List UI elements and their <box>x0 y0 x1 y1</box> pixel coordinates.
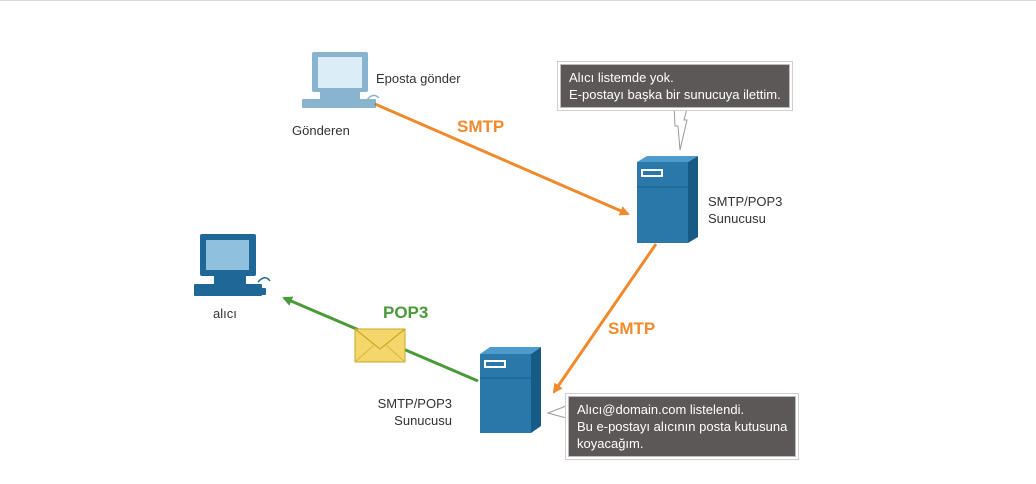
sender-computer-icon <box>302 52 380 108</box>
callout-bottom: Alıcı@domain.com listelendi. Bu e-postay… <box>568 396 797 457</box>
server-top-label-line2: Sunucusu <box>708 211 766 226</box>
server-bottom-label-line1: SMTP/POP3 <box>377 396 452 411</box>
server-top-icon <box>637 156 698 243</box>
server-top-label-line1: SMTP/POP3 <box>708 194 783 209</box>
envelope-icon <box>354 328 406 363</box>
callout-bottom-line3: koyacağım. <box>577 436 644 451</box>
sender-action-label: Eposta gönder <box>376 71 461 86</box>
callout-bottom-tail <box>546 405 567 419</box>
smtp-label-2: SMTP <box>608 319 656 338</box>
pop3-label: POP3 <box>383 303 429 322</box>
callout-top: Alıcı listemde yok. E-postayı başka bir … <box>560 64 790 108</box>
callout-top-line2: E-postayı başka bir sunucuya ilettim. <box>569 87 781 102</box>
receiver-computer-icon <box>194 234 271 296</box>
smtp-label-1: SMTP <box>457 117 505 136</box>
top-divider <box>0 0 1036 1</box>
callout-bottom-line2: Bu e-postayı alıcının posta kutusuna <box>577 419 788 434</box>
callout-top-tail <box>668 104 689 151</box>
callout-top-line1: Alıcı listemde yok. <box>569 70 674 85</box>
callout-bottom-line1: Alıcı@domain.com listelendi. <box>577 402 745 417</box>
server-bottom-label: SMTP/POP3 Sunucusu <box>368 395 452 429</box>
smtp-arrow-server-to-server <box>552 243 658 394</box>
receiver-label: alıcı <box>213 306 237 321</box>
server-bottom-icon <box>480 347 541 433</box>
server-top-label: SMTP/POP3 Sunucusu <box>708 193 782 227</box>
sender-label: Gönderen <box>292 123 350 138</box>
server-bottom-label-line2: Sunucusu <box>394 413 452 428</box>
smtp-arrow-sender-to-server <box>374 102 630 216</box>
